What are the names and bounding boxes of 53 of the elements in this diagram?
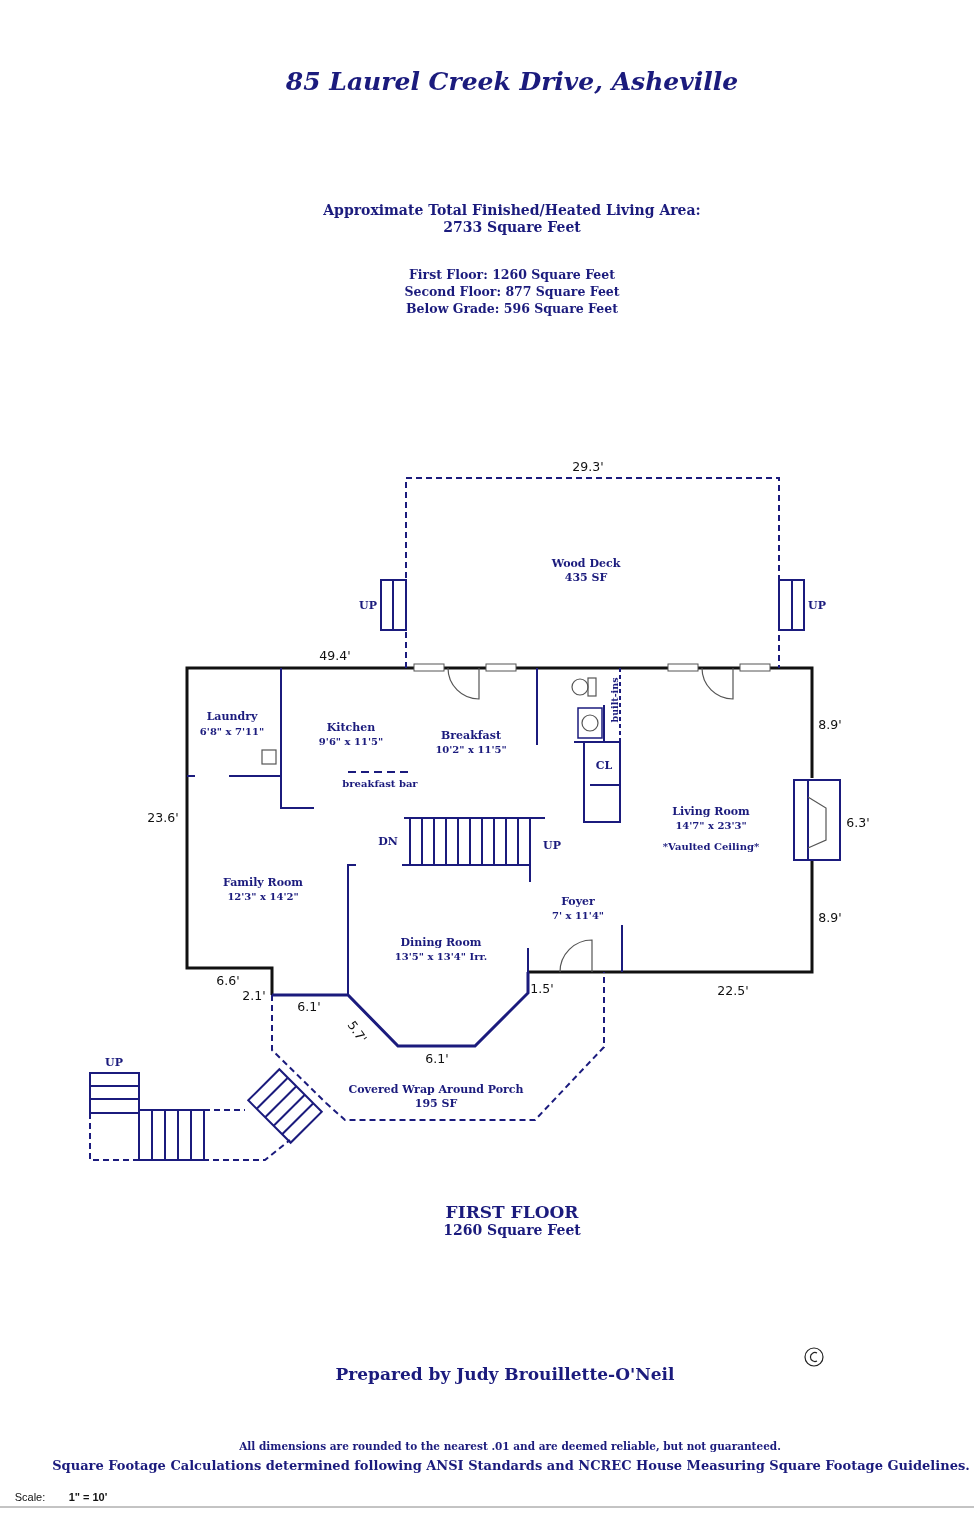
room-label: Foyer — [561, 895, 595, 909]
dimension-label: 8.9' — [818, 718, 842, 732]
floor-area-note: Second Floor: 877 Square Feet — [404, 285, 620, 299]
room-size: 14'7" x 23'3" — [675, 819, 747, 831]
floor-area: 1260 Square Feet — [443, 1223, 581, 1239]
standards-note: Square Footage Calculations determined following ANSI Standards and NCREC House Measuring Square Footage Guidelines. — [52, 1458, 970, 1474]
room-area: 195 SF — [414, 1097, 458, 1111]
stair-direction-label: UP — [543, 839, 561, 853]
room-label: Wood Deck — [551, 557, 621, 571]
stair-direction-label: UP — [808, 599, 826, 613]
dimension-label: 8.9' — [818, 911, 842, 925]
area-total: 2733 Square Feet — [443, 220, 581, 236]
dimension-label: 6.1' — [425, 1052, 449, 1066]
room-label: Laundry — [206, 710, 258, 724]
dimension-label: 2.1' — [242, 989, 266, 1003]
disclaimer-note: All dimensions are rounded to the nearest .01 and are deemed reliable, but not guaranteed. — [239, 1441, 781, 1453]
floor-area-note: Below Grade: 596 Square Feet — [406, 302, 618, 316]
stair-direction-label: DN — [378, 835, 398, 849]
fixture-label: breakfast bar — [342, 777, 418, 789]
room-label: Dining Room — [400, 936, 482, 950]
page-title: 85 Laurel Creek Drive, Asheville — [285, 68, 739, 96]
dimension-label: 6.1' — [297, 1000, 321, 1014]
preparer-credit: Prepared by Judy Brouillette-O'Neil — [335, 1364, 675, 1384]
scale-label: Scale: — [14, 1490, 46, 1504]
dimension-label: 29.3' — [572, 460, 604, 474]
room-label: CL — [595, 759, 613, 773]
room-size: 6'8" x 7'11" — [199, 725, 265, 737]
scale-value: 1" = 10' — [68, 1490, 108, 1504]
room-area: 435 SF — [564, 571, 608, 585]
room-note: *Vaulted Ceiling* — [662, 840, 760, 852]
room-label: Covered Wrap Around Porch — [348, 1083, 524, 1097]
dimension-label: 49.4' — [319, 649, 351, 663]
room-size: 12'3" x 14'2" — [227, 890, 299, 902]
dimension-label: 23.6' — [147, 811, 179, 825]
dimension-label: 6.3' — [846, 816, 870, 830]
stair-direction-label: UP — [359, 599, 377, 613]
stair-direction-label: UP — [105, 1056, 123, 1070]
dimension-label: 5.7' — [344, 1018, 370, 1046]
area-heading: Approximate Total Finished/Heated Living Area: — [323, 203, 701, 219]
room-label: Living Room — [672, 805, 750, 819]
floor-heading: FIRST FLOOR — [445, 1202, 579, 1222]
room-label: Kitchen — [326, 721, 376, 735]
room-label: Breakfast — [441, 729, 501, 743]
room-size: 10'2" x 11'5" — [435, 743, 507, 755]
room-label: built-ins — [609, 677, 621, 723]
room-size: 13'5" x 13'4" Irr. — [394, 950, 488, 962]
room-size: 7' x 11'4" — [551, 909, 605, 921]
room-size: 9'6" x 11'5" — [318, 735, 384, 747]
dimension-label: 1.5' — [530, 982, 554, 996]
floor-area-note: First Floor: 1260 Square Feet — [408, 268, 616, 282]
room-label: Family Room — [223, 876, 303, 890]
dimension-label: 22.5' — [717, 984, 749, 998]
dimension-label: 6.6' — [216, 974, 240, 988]
